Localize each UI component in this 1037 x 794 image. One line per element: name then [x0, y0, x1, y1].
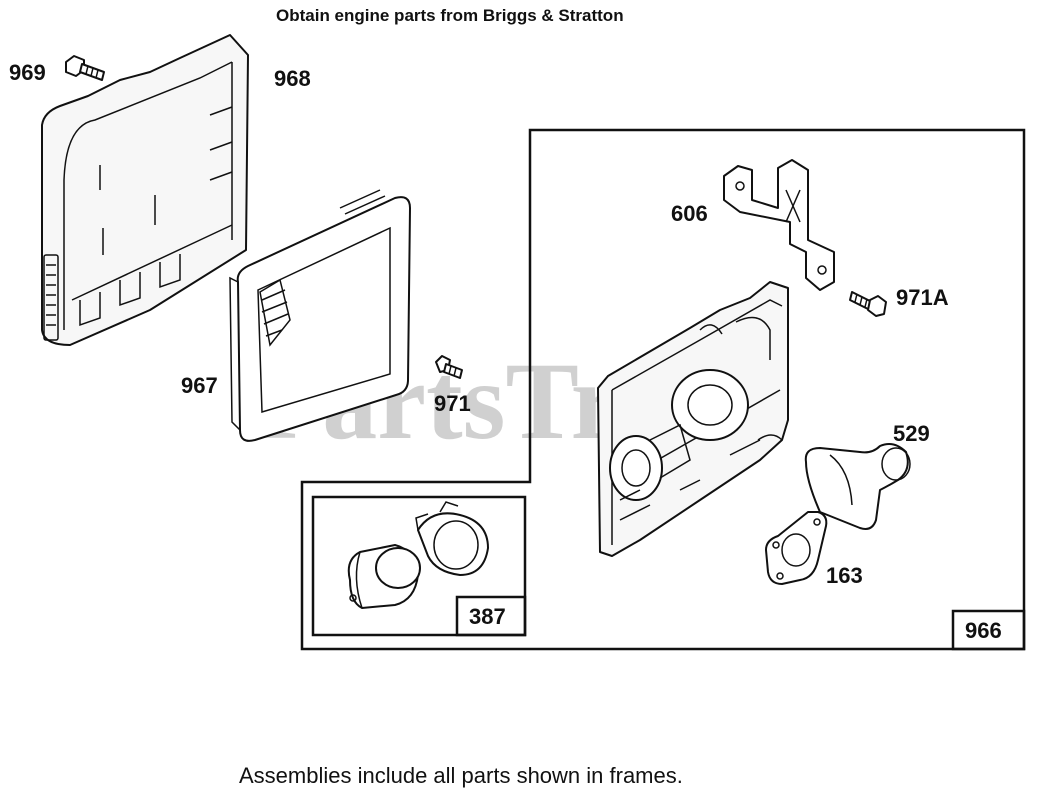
label-969: 969 — [9, 60, 46, 85]
label-971: 971 — [434, 391, 471, 416]
screw-971[interactable] — [435, 355, 463, 379]
air-filter-967[interactable] — [229, 189, 411, 442]
bolt-971a[interactable] — [849, 291, 887, 317]
label-529: 529 — [893, 421, 930, 446]
diagram-title: Obtain engine parts from Briggs & Stratt… — [276, 6, 624, 25]
element-387[interactable] — [347, 544, 421, 609]
elbow-tube-529[interactable] — [804, 443, 911, 530]
label-967: 967 — [181, 373, 218, 398]
label-971a: 971A — [896, 285, 949, 310]
label-387: 387 — [469, 604, 506, 629]
label-606: 606 — [671, 201, 708, 226]
bolt-969[interactable] — [65, 55, 105, 81]
gasket-163[interactable] — [765, 511, 828, 585]
label-968: 968 — [274, 66, 311, 91]
label-966: 966 — [965, 618, 1002, 643]
bracket-606[interactable] — [723, 159, 835, 291]
label-163: 163 — [826, 563, 863, 588]
frame-387 — [311, 495, 527, 637]
air-cleaner-body[interactable] — [597, 281, 789, 557]
clamp-ring-387[interactable] — [415, 501, 489, 576]
assemblies-note: Assemblies include all parts shown in fr… — [239, 763, 683, 788]
frame-966 — [300, 128, 1026, 651]
air-cleaner-base-968[interactable] — [41, 34, 249, 346]
